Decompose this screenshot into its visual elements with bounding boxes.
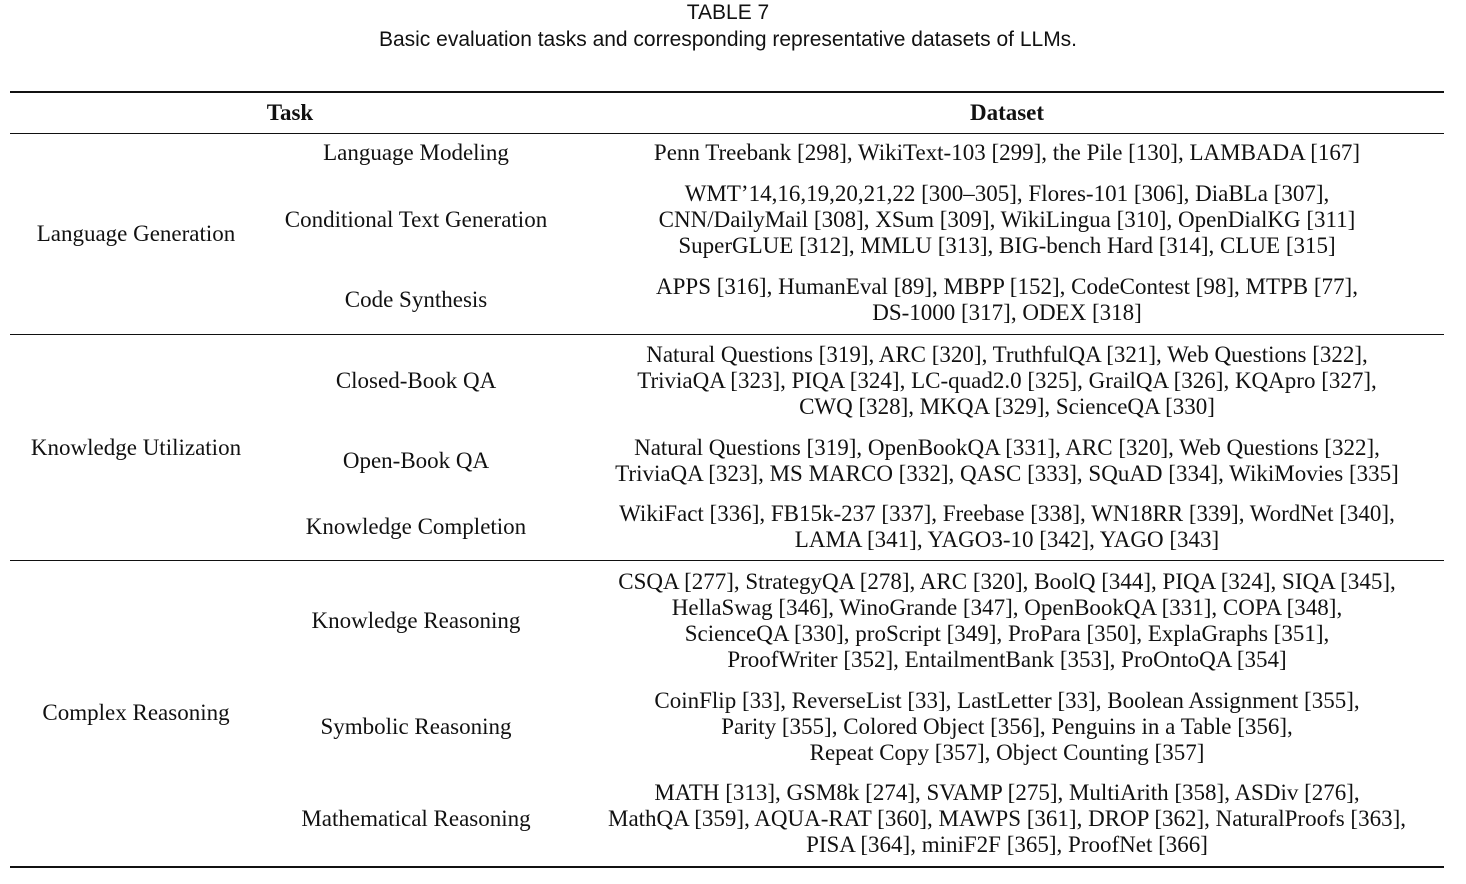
dataset-line: LAMA [341], YAGO3-10 [342], YAGO [343]: [794, 526, 1220, 552]
header-dataset: Dataset: [570, 91, 1444, 134]
dataset-line: TriviaQA [323], MS MARCO [332], QASC [33…: [615, 460, 1399, 486]
header-task: Task: [10, 91, 570, 134]
subtask: Knowledge Reasoning: [262, 560, 570, 681]
dataset-line: CWQ [328], MKQA [329], ScienceQA [330]: [799, 394, 1215, 420]
dataset-line: CNN/DailyMail [308], XSum [309], WikiLin…: [658, 206, 1356, 232]
dataset-line: MATH [313], GSM8k [274], SVAMP [275], Mu…: [654, 780, 1360, 805]
dataset-line: Natural Questions [319], ARC [320], Trut…: [646, 342, 1368, 368]
dataset-line: DS-1000 [317], ODEX [318]: [872, 300, 1142, 326]
dataset-line: Penn Treebank [298], WikiText-103 [299],…: [653, 140, 1361, 166]
table-row: Open-Book QA Natural Questions [319], Ope…: [10, 428, 1444, 494]
table-label: TABLE 7: [686, 1, 770, 24]
dataset-line: CoinFlip [33], ReverseList [33], LastLet…: [654, 687, 1360, 713]
subtask: Symbolic Reasoning: [320, 713, 512, 739]
datasets: WMT’14,16,19,20,21,22 [300–305], Flores-…: [570, 173, 1444, 267]
dataset-line: TriviaQA [323], PIQA [324], LC-quad2.0 […: [637, 368, 1377, 394]
datasets: Natural Questions [319], ARC [320], Trut…: [570, 334, 1444, 428]
dataset-line: ScienceQA [330], proScript [349], ProPar…: [684, 620, 1330, 646]
dataset-line: HellaSwag [346], WinoGrande [347], OpenB…: [671, 594, 1343, 620]
datasets: APPS [316], HumanEval [89], MBPP [152], …: [570, 267, 1444, 335]
datasets: Natural Questions [319], OpenBookQA [331…: [570, 428, 1444, 494]
dataset-line: WMT’14,16,19,20,21,22 [300–305], Flores-…: [684, 180, 1330, 206]
subtask: Language Modeling: [262, 133, 570, 173]
subtask: Mathematical Reasoning: [262, 772, 570, 868]
subtask: Conditional Text Generation: [284, 206, 548, 232]
table-row: Code Synthesis APPS [316], HumanEval [89]…: [10, 267, 1444, 335]
task-category: Language Generation: [10, 133, 262, 335]
table-row: Knowledge Completion WikiFact [336], FB15…: [10, 494, 1444, 561]
dataset-line: Parity [355], Colored Object [356], Peng…: [721, 713, 1293, 739]
subtask: Code Synthesis: [344, 287, 488, 313]
dataset-line: WikiFact [336], FB15k-237 [337], Freebas…: [619, 500, 1395, 526]
table-row: Conditional Text Generation WMT’14,16,19,…: [10, 173, 1444, 267]
dataset-line: Natural Questions [319], OpenBookQA [331…: [634, 434, 1380, 460]
dataset-line: ProofWriter [352], EntailmentBank [353],…: [727, 646, 1287, 672]
subtask: Open-Book QA: [342, 447, 490, 473]
dataset-line: CSQA [277], StrategyQA [278], ARC [320],…: [618, 568, 1396, 594]
datasets: CSQA [277], StrategyQA [278], ARC [320],…: [570, 560, 1444, 681]
dataset-line: Repeat Copy [357], Object Counting [357]: [809, 739, 1205, 765]
task-category: Knowledge Utilization: [10, 334, 262, 561]
subtask: Knowledge Completion: [305, 513, 527, 539]
datasets: Penn Treebank [298], WikiText-103 [299],…: [570, 133, 1444, 173]
datasets: CoinFlip [33], ReverseList [33], LastLet…: [570, 681, 1444, 773]
datasets: MATH [313], GSM8k [274], SVAMP [275], Mu…: [570, 772, 1444, 868]
table-row: Mathematical Reasoning MATH [313], GSM8k …: [10, 772, 1444, 868]
subtask: Closed-Book QA: [262, 334, 570, 428]
datasets: WikiFact [336], FB15k-237 [337], Freebas…: [570, 494, 1444, 561]
dataset-line: PISA [364], miniF2F [365], ProofNet [366…: [806, 832, 1208, 857]
task-category: Complex Reasoning: [10, 560, 262, 868]
table-caption: Basic evaluation tasks and corresponding…: [378, 28, 1078, 51]
dataset-line: MathQA [359], AQUA-RAT [360], MAWPS [361…: [608, 806, 1406, 831]
dataset-line: SuperGLUE [312], MMLU [313], BIG-bench H…: [678, 232, 1336, 258]
table-row: Symbolic Reasoning CoinFlip [33], Reverse…: [10, 681, 1444, 773]
header-row: Task Dataset: [10, 91, 1444, 134]
dataset-line: APPS [316], HumanEval [89], MBPP [152], …: [656, 274, 1358, 300]
